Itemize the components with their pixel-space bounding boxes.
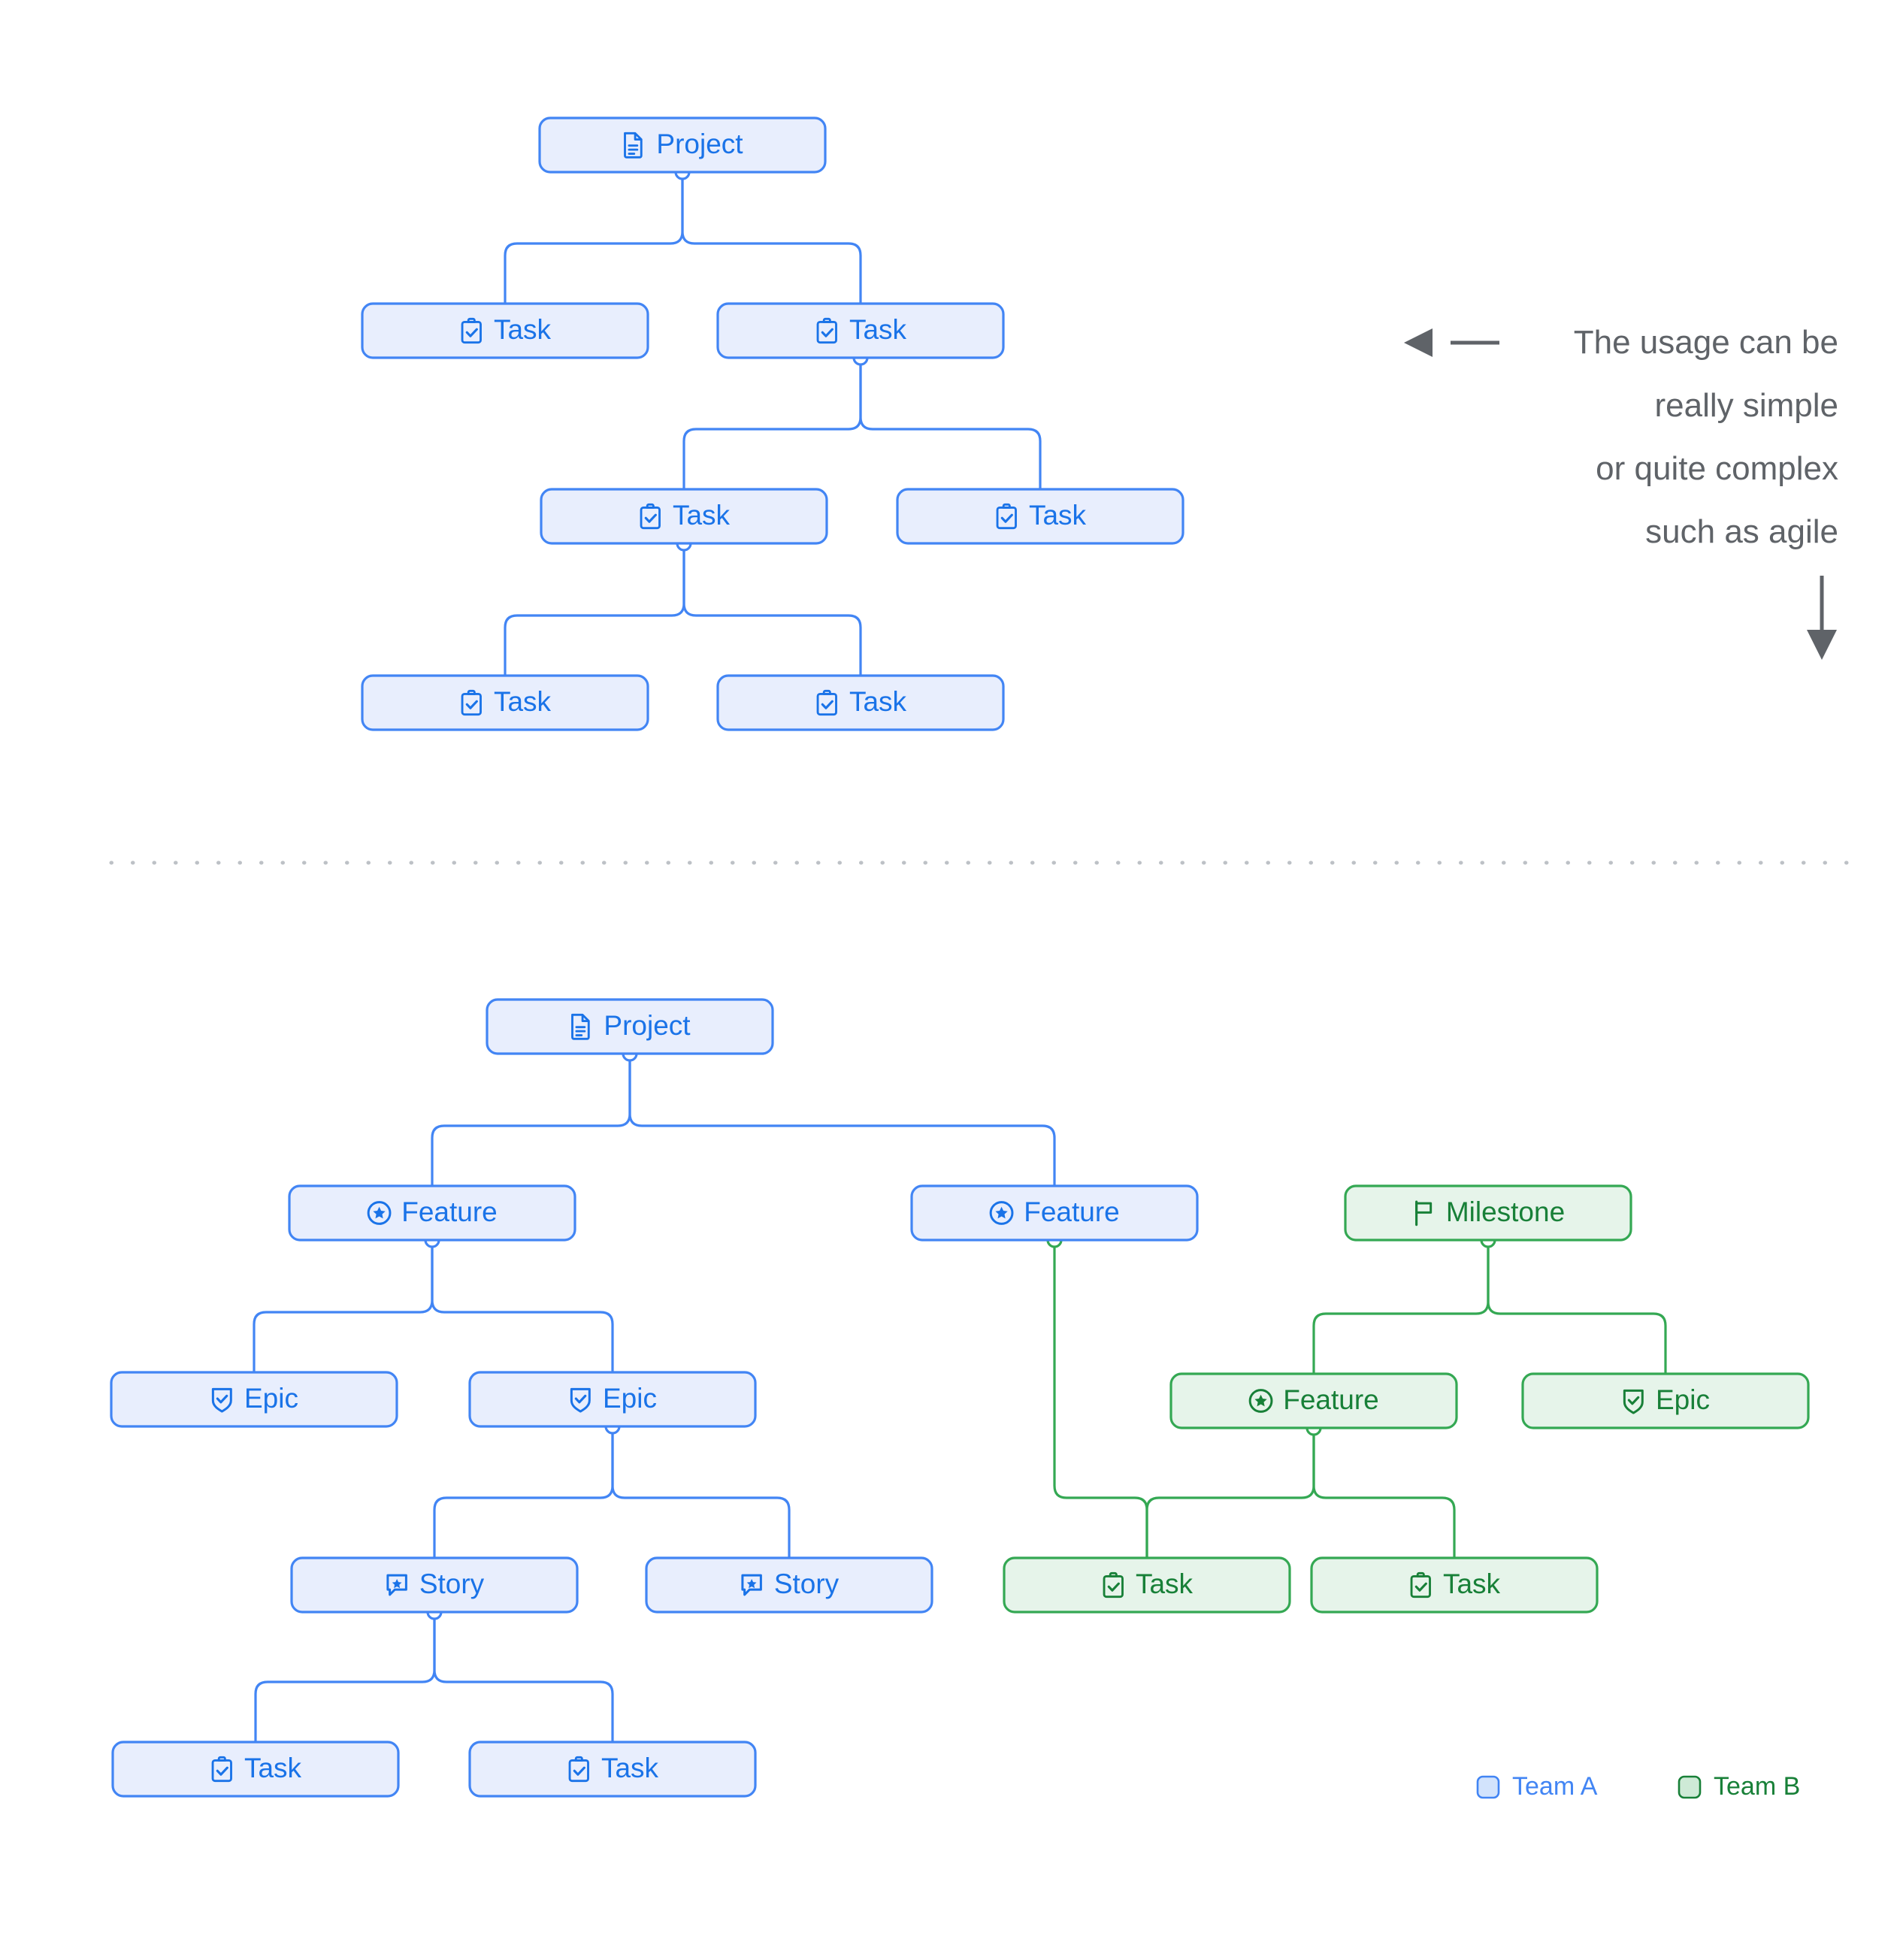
node-box[interactable] (288, 1184, 576, 1242)
legend: Team A Team B (1476, 1772, 1800, 1801)
node-box[interactable] (538, 116, 827, 174)
edge-connector (504, 543, 685, 676)
edge-connector (628, 1054, 1056, 1186)
node-task[interactable]: Task (716, 302, 1005, 359)
edge-connector (1145, 1428, 1315, 1558)
node-box[interactable] (110, 1371, 398, 1428)
edge-connector (859, 358, 1042, 489)
node-label: Task (673, 500, 731, 531)
node-box[interactable] (716, 674, 1005, 731)
node-task[interactable]: Task (540, 488, 828, 545)
node-box[interactable] (645, 1556, 933, 1614)
arrow-down-icon (1807, 576, 1837, 660)
node-label: Task (601, 1753, 659, 1783)
node-task[interactable]: Task (716, 674, 1005, 731)
node-label: Feature (1024, 1196, 1120, 1227)
edge-connector (433, 1612, 614, 1742)
node-task[interactable]: Task (1310, 1556, 1599, 1614)
node-box[interactable] (1003, 1556, 1291, 1614)
annotation-line-3: or quite complex (1596, 450, 1838, 487)
node-label: Task (1029, 500, 1087, 531)
annotation-line-4: such as agile (1645, 513, 1838, 550)
edge-connector (1487, 1240, 1667, 1374)
node-epic[interactable]: Epic (468, 1371, 757, 1428)
node-box[interactable] (716, 302, 1005, 359)
node-box[interactable] (486, 998, 774, 1055)
node-task[interactable]: Task (1003, 1556, 1291, 1614)
node-label: Task (849, 686, 907, 717)
node-label: Task (1136, 1568, 1194, 1599)
node-label: Story (419, 1568, 485, 1599)
node-label: Story (774, 1568, 840, 1599)
edge-connector (1312, 1240, 1490, 1374)
arrow-left-icon (1404, 328, 1499, 357)
edge-connector (254, 1612, 436, 1742)
node-label: Feature (401, 1196, 498, 1227)
node-label: Project (604, 1010, 691, 1041)
node-label: Task (494, 686, 552, 717)
node-milestone[interactable]: Milestone (1344, 1184, 1632, 1242)
node-feature[interactable]: Feature (288, 1184, 576, 1242)
node-task[interactable]: Task (361, 674, 649, 731)
annotation-line-2: really simple (1654, 387, 1838, 424)
node-label: Feature (1283, 1384, 1379, 1415)
node-label: Task (494, 314, 552, 345)
node-epic[interactable]: Epic (110, 1371, 398, 1428)
edge-connector (433, 1426, 614, 1558)
edge-connector (681, 172, 862, 304)
legend-item[interactable]: Team A (1476, 1772, 1598, 1801)
node-label: Project (656, 129, 743, 159)
node-box[interactable] (468, 1741, 757, 1798)
node-feature[interactable]: Feature (910, 1184, 1199, 1242)
node-project[interactable]: Project (486, 998, 774, 1055)
node-label: Task (849, 314, 907, 345)
node-label: Task (1443, 1568, 1501, 1599)
node-box[interactable] (1344, 1184, 1632, 1242)
node-task[interactable]: Task (361, 302, 649, 359)
edge-connector (682, 543, 862, 676)
node-box[interactable] (1310, 1556, 1599, 1614)
node-label: Epic (603, 1383, 657, 1414)
annotation-note: The usage can be really simple or quite … (1404, 324, 1838, 660)
node-task[interactable]: Task (111, 1741, 400, 1798)
node-box[interactable] (1521, 1372, 1810, 1429)
node-feature[interactable]: Feature (1169, 1372, 1458, 1429)
node-task[interactable]: Task (468, 1741, 757, 1798)
node-label: Epic (244, 1383, 298, 1414)
edge-connector (431, 1240, 614, 1372)
node-box[interactable] (896, 488, 1184, 545)
legend-label: Team A (1512, 1772, 1598, 1801)
legend-swatch (1476, 1775, 1500, 1799)
node-label: Task (244, 1753, 302, 1783)
edge-connector (682, 358, 862, 489)
edge-connector (504, 172, 684, 304)
node-box[interactable] (361, 674, 649, 731)
legend-item[interactable]: Team B (1678, 1772, 1800, 1801)
node-box[interactable] (111, 1741, 400, 1798)
node-story[interactable]: Story (290, 1556, 579, 1614)
edge-connector (1053, 1240, 1148, 1558)
node-box[interactable] (540, 488, 828, 545)
node-task[interactable]: Task (896, 488, 1184, 545)
node-box[interactable] (1169, 1372, 1458, 1429)
edge-connector (1312, 1428, 1456, 1558)
edge-connector (611, 1426, 791, 1558)
annotation-line-1: The usage can be (1574, 324, 1838, 361)
node-project[interactable]: Project (538, 116, 827, 174)
node-box[interactable] (290, 1556, 579, 1614)
node-story[interactable]: Story (645, 1556, 933, 1614)
node-epic[interactable]: Epic (1521, 1372, 1810, 1429)
node-label: Epic (1656, 1384, 1710, 1415)
edges-layer (253, 164, 1667, 1742)
node-box[interactable] (468, 1371, 757, 1428)
node-label: Milestone (1446, 1196, 1565, 1227)
legend-swatch (1678, 1775, 1702, 1799)
node-box[interactable] (361, 302, 649, 359)
edge-connector (431, 1054, 631, 1186)
node-box[interactable] (910, 1184, 1199, 1242)
edge-connector (253, 1240, 434, 1372)
legend-label: Team B (1714, 1772, 1800, 1801)
